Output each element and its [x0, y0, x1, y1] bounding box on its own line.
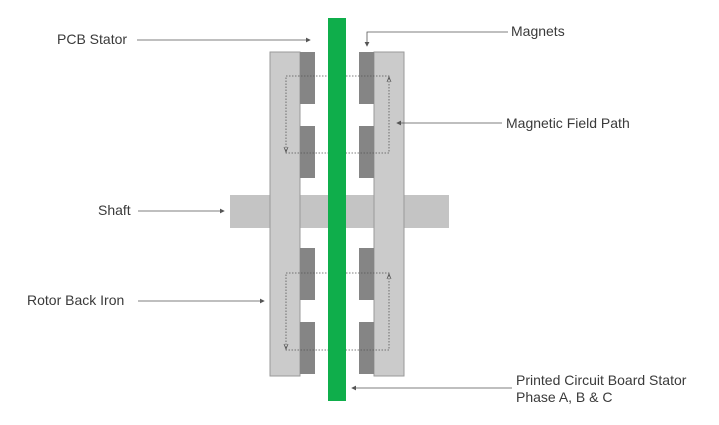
leader-magnets — [364, 31, 508, 47]
label-pcb-stator: PCB Stator — [57, 31, 128, 47]
label-shaft: Shaft — [98, 202, 131, 218]
field-path-lower-arrow-right — [386, 272, 392, 280]
magnet-right-3 — [359, 248, 374, 300]
field-path-lower-arrow-left — [283, 343, 289, 351]
magnet-right-4 — [359, 322, 374, 374]
magnet-left-3 — [300, 248, 315, 300]
magnet-left-2 — [300, 126, 315, 178]
magnet-left-1 — [300, 52, 315, 104]
rotor-back-iron-left — [269, 51, 301, 377]
magnet-right-2 — [359, 126, 374, 178]
field-path-upper-arrow-left — [283, 146, 289, 154]
magnet-right-1 — [359, 52, 374, 104]
label-rotor-back-iron: Rotor Back Iron — [27, 292, 125, 308]
magnet-left-4 — [300, 322, 315, 374]
label-printed-circuit-board-stator: Printed Circuit Board Stator Phase A, B … — [516, 372, 687, 405]
label-magnetic-field-path: Magnetic Field Path — [506, 115, 630, 131]
label-magnets: Magnets — [511, 23, 565, 39]
field-path-upper-arrow-right — [386, 75, 392, 83]
pcb-stator — [328, 18, 346, 401]
